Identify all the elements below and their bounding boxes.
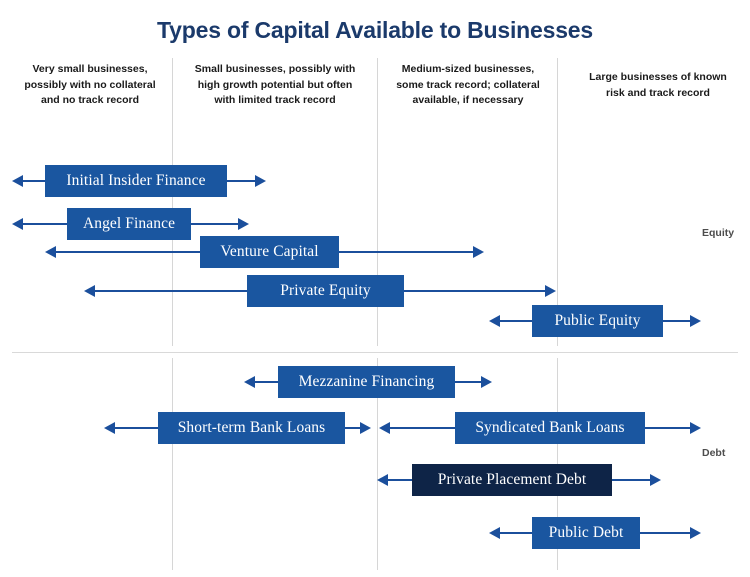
column-header-small: Small businesses, possibly with high gro… [194,63,356,106]
arrow-left-icon-angel-finance [12,218,23,230]
arrow-left-icon-initial-insider-finance [12,175,23,187]
capital-box-angel-finance[interactable]: Angel Finance [67,208,191,240]
page-title: Types of Capital Available to Businesses [157,17,593,43]
column-header-medium: Medium-sized businesses, some track reco… [396,63,540,106]
arrow-left-icon-private-equity [84,285,95,297]
capital-box-initial-insider-finance[interactable]: Initial Insider Finance [45,165,227,197]
arrow-right-icon-private-equity [545,285,556,297]
vertical-divider [172,358,173,570]
arrow-left-icon-syndicated-bank-loans [379,422,390,434]
capital-box-mezzanine-financing[interactable]: Mezzanine Financing [278,366,455,398]
arrow-left-icon-mezzanine-financing [244,376,255,388]
arrow-right-icon-syndicated-bank-loans [690,422,701,434]
capital-box-syndicated-bank-loans[interactable]: Syndicated Bank Loans [455,412,645,444]
section-label-debt: Debt [702,447,726,459]
arrow-left-icon-private-placement-debt [377,474,388,486]
column-header-large: Large businesses of known risk and track… [589,71,727,99]
arrow-right-icon-private-placement-debt [650,474,661,486]
capital-box-private-equity[interactable]: Private Equity [247,275,404,307]
vertical-divider [557,58,558,346]
arrow-right-icon-public-debt [690,527,701,539]
arrow-right-icon-short-term-bank-loans [360,422,371,434]
vertical-divider [172,58,173,346]
vertical-divider [377,58,378,346]
arrow-right-icon-initial-insider-finance [255,175,266,187]
capital-box-public-equity[interactable]: Public Equity [532,305,663,337]
arrow-right-icon-angel-finance [238,218,249,230]
arrow-right-icon-public-equity [690,315,701,327]
column-header-very-small: Very small businesses, possibly with no … [24,63,156,106]
capital-box-venture-capital[interactable]: Venture Capital [200,236,339,268]
vertical-divider [377,358,378,570]
arrow-left-icon-public-debt [489,527,500,539]
section-label-equity: Equity [702,227,735,239]
arrow-left-icon-venture-capital [45,246,56,258]
arrow-left-icon-public-equity [489,315,500,327]
capital-box-short-term-bank-loans[interactable]: Short-term Bank Loans [158,412,345,444]
arrow-right-icon-venture-capital [473,246,484,258]
arrow-left-icon-short-term-bank-loans [104,422,115,434]
capital-box-private-placement-debt[interactable]: Private Placement Debt [412,464,612,496]
arrow-right-icon-mezzanine-financing [481,376,492,388]
capital-box-public-debt[interactable]: Public Debt [532,517,640,549]
horizontal-divider [12,352,738,353]
